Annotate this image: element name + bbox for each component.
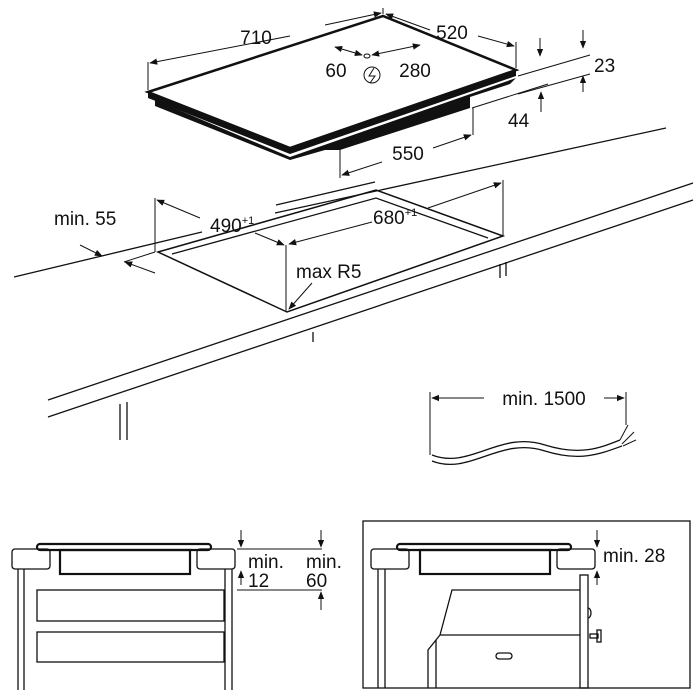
installation-over-oven: min. 28 <box>362 520 691 689</box>
label-connection-left: 60 <box>325 61 346 82</box>
power-cable: min. 1500 <box>429 389 637 466</box>
hob-body-side <box>58 548 192 576</box>
worktop-right <box>196 548 236 570</box>
oven-panel-frame <box>362 520 691 689</box>
hob-body-side <box>418 548 552 576</box>
oven-handle-knob <box>596 629 602 643</box>
oven-knob <box>587 607 592 619</box>
label-corner-radius: max R5 <box>296 262 361 283</box>
electrical-connection-icon <box>363 66 381 84</box>
cutout-opening <box>155 189 506 313</box>
label-min-12: 12 <box>248 571 269 592</box>
dim-60 <box>334 45 363 57</box>
label-cutout-depth: 490+1 <box>210 215 254 237</box>
dim-550-left <box>341 161 383 176</box>
drawer <box>36 589 225 622</box>
cable-line <box>431 439 621 460</box>
label-min-2: min. <box>306 552 342 573</box>
worktop-front-edge <box>47 182 694 401</box>
label-glass-thickness: 23 <box>594 56 615 77</box>
dim-550-right <box>432 134 472 149</box>
hob-perspective: 710 520 60 280 23 44 550 <box>144 8 615 178</box>
worktop-back-edge <box>274 127 667 214</box>
ext-line <box>517 73 591 95</box>
label-min-28: min. 28 <box>603 546 665 567</box>
worktop: 490+1 680+1 min. 55 max R5 <box>13 127 694 440</box>
label-bottom-width: 550 <box>392 144 424 165</box>
dim-680-left <box>288 221 373 246</box>
dim-520-left <box>385 13 431 31</box>
installation-over-drawer: min. 12 min. 60 <box>11 530 342 690</box>
ext-line <box>123 251 156 263</box>
cable-line <box>431 445 623 466</box>
dim-680-right <box>427 182 502 209</box>
drawer <box>36 631 225 663</box>
dim-490-left <box>156 199 201 219</box>
worktop-right <box>556 548 596 570</box>
dim-710-right <box>324 11 382 26</box>
dim-r5-arrow <box>288 282 313 310</box>
label-min-60: 60 <box>306 571 327 592</box>
hob-glass-edge <box>148 70 516 154</box>
label-cutout-width: 680+1 <box>373 207 417 229</box>
dim-520-right <box>477 35 515 48</box>
dim-710-left <box>149 35 291 65</box>
cable-wires <box>619 424 637 447</box>
dim-55-arrow <box>124 261 156 274</box>
ext-line <box>517 54 591 77</box>
worktop-back-edge <box>13 231 203 278</box>
label-connection-right: 280 <box>399 61 431 82</box>
label-total-height: 44 <box>508 111 530 132</box>
dim-490-right <box>254 232 285 246</box>
worktop-line <box>275 181 376 206</box>
worktop-left <box>370 548 410 570</box>
hob-body <box>155 78 516 160</box>
label-depth: 520 <box>436 23 468 44</box>
dim-55-arrow <box>79 244 103 257</box>
label-front-distance: min. 55 <box>54 209 116 230</box>
oven-handle-knob <box>589 633 599 639</box>
label-cable-length: min. 1500 <box>502 389 585 410</box>
ext-line <box>471 83 549 109</box>
connection-point <box>363 53 371 59</box>
worktop-left <box>11 548 51 570</box>
oven-vent <box>495 652 513 660</box>
label-min-1: min. <box>248 552 284 573</box>
oven-door <box>579 574 589 689</box>
oven-body <box>427 589 580 688</box>
cutout-inner-edge <box>171 197 489 255</box>
worktop-front-edge-lower <box>47 199 694 418</box>
dim-280 <box>371 43 421 57</box>
label-width: 710 <box>240 28 272 49</box>
